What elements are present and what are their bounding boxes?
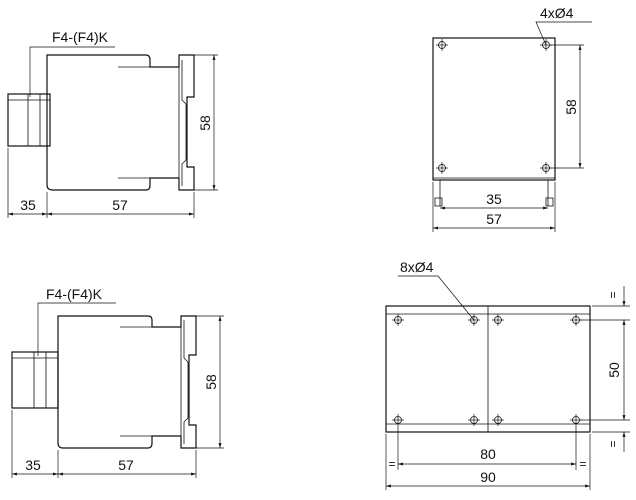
mounting-plate xyxy=(432,37,556,181)
mounting-hole xyxy=(436,39,448,51)
dimension-a-value: 35 xyxy=(25,457,41,473)
height-value: 50 xyxy=(606,362,622,378)
side-view-bottom: F4-(F4)K 58 35 57 xyxy=(11,286,224,478)
mounting-hole xyxy=(492,414,504,426)
mounting-hole xyxy=(468,414,480,426)
equal-mark: = xyxy=(579,457,586,471)
mounting-hole xyxy=(436,162,448,174)
din-rail-clip xyxy=(181,60,187,186)
model-label: F4-(F4)K xyxy=(52,29,109,45)
outer-value: 90 xyxy=(480,469,496,485)
auxiliary-block xyxy=(7,93,51,147)
hole-spec: 4xØ4 xyxy=(540,5,574,21)
label-leader xyxy=(37,302,116,356)
inner-value: 80 xyxy=(480,446,496,462)
model-label: F4-(F4)K xyxy=(46,286,103,302)
mounting-hole xyxy=(392,414,404,426)
height-value: 58 xyxy=(563,99,579,115)
label-leader xyxy=(29,46,115,97)
auxiliary-block xyxy=(11,351,59,409)
height-value: 58 xyxy=(197,115,213,131)
mounting-hole xyxy=(392,314,404,326)
mounting-view-bottom: 8xØ4 50 = = 80 90 = = xyxy=(385,259,630,490)
dimension-b-value: 57 xyxy=(118,457,134,473)
side-view-top: F4-(F4)K 58 35 57 xyxy=(7,29,218,218)
contactor-body-outline xyxy=(57,315,197,449)
hole-leader xyxy=(535,21,592,46)
equal-mark: = xyxy=(606,440,620,447)
equal-mark: = xyxy=(606,291,620,298)
dimension-a-value: 35 xyxy=(20,197,36,213)
hole-spec: 8xØ4 xyxy=(400,259,434,275)
din-rail-clip xyxy=(183,320,189,444)
outer-value: 57 xyxy=(486,211,502,227)
contactor-body-outline xyxy=(46,54,195,191)
inner-value: 35 xyxy=(486,191,502,207)
height-value: 58 xyxy=(203,374,219,390)
mounting-hole xyxy=(492,314,504,326)
hole-leader xyxy=(398,275,475,321)
dimension-b-value: 57 xyxy=(112,197,128,213)
mounting-view-top: 4xØ4 58 35 57 xyxy=(432,5,592,232)
equal-mark: = xyxy=(388,457,395,471)
